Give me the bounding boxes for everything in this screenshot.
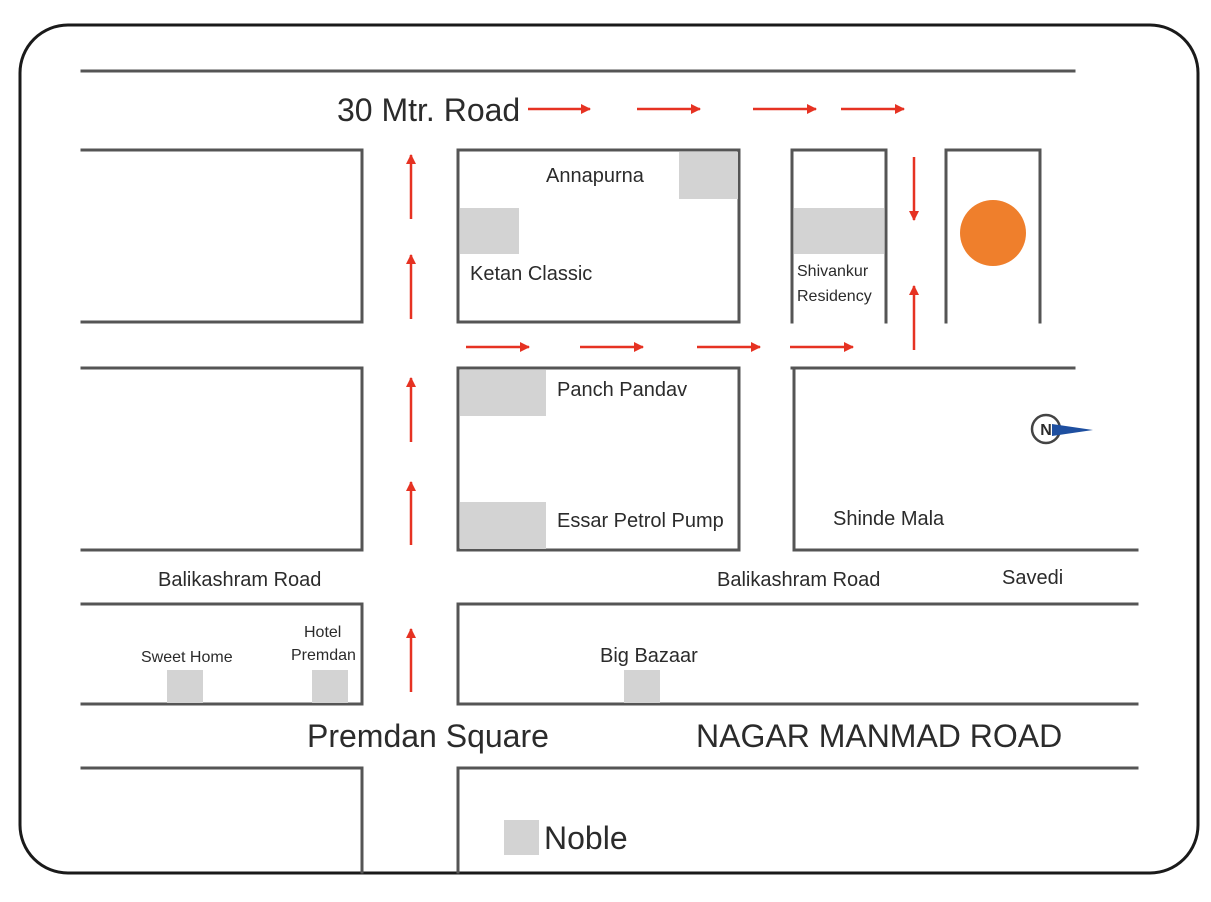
balikashram-right-label: Balikashram Road xyxy=(717,569,880,591)
block-left-low xyxy=(80,602,364,706)
building-ketan-classic xyxy=(460,208,519,254)
block-noble xyxy=(456,766,1139,874)
building-hotel-premdan xyxy=(312,670,348,703)
block-big-bazaar xyxy=(456,602,1139,706)
building-panch-pandav xyxy=(460,370,546,416)
building-essar xyxy=(460,502,546,549)
building-noble xyxy=(504,820,539,855)
block-shinde-mala xyxy=(792,366,1139,552)
building-big-bazaar xyxy=(624,670,660,703)
svg-text:N: N xyxy=(1040,422,1052,439)
shivankur-label-line2: Residency xyxy=(797,288,872,305)
block-annapurna xyxy=(456,148,741,324)
premdan-square-label: Premdan Square xyxy=(307,718,549,754)
ketan-classic-label: Ketan Classic xyxy=(470,263,592,285)
balikashram-left-label: Balikashram Road xyxy=(158,569,321,591)
hotel-label-line1: Hotel xyxy=(304,624,341,641)
sweet-home-label: Sweet Home xyxy=(141,649,233,666)
building-annapurna xyxy=(679,152,738,199)
hotel-label-line2: Premdan xyxy=(291,647,356,664)
noble-label: Noble xyxy=(544,820,628,856)
building-sweet-home xyxy=(167,670,203,703)
map-frame xyxy=(18,23,1200,875)
block-left-bottom xyxy=(80,766,364,874)
shinde-mala-label: Shinde Mala xyxy=(833,508,945,530)
block-panch-pandav xyxy=(456,366,741,552)
essar-label: Essar Petrol Pump xyxy=(557,510,724,532)
road-30m-label: 30 Mtr. Road xyxy=(337,92,520,128)
block-destination xyxy=(944,148,1042,324)
block-shivankur xyxy=(790,148,888,324)
panch-pandav-label: Panch Pandav xyxy=(557,379,687,401)
building-shivankur xyxy=(794,208,884,254)
nagar-manmad-label: NAGAR MANMAD ROAD xyxy=(696,718,1062,754)
savedi-label: Savedi xyxy=(1002,567,1063,589)
north-compass-icon: N xyxy=(1030,413,1093,445)
shivankur-label-line1: Shivankur xyxy=(797,263,869,280)
block-left-mid xyxy=(80,366,364,552)
block-left-top xyxy=(80,148,364,324)
route-arrows xyxy=(406,104,919,692)
annapurna-label: Annapurna xyxy=(546,165,645,187)
destination-marker-icon xyxy=(960,200,1026,266)
big-bazaar-label: Big Bazaar xyxy=(600,645,698,667)
